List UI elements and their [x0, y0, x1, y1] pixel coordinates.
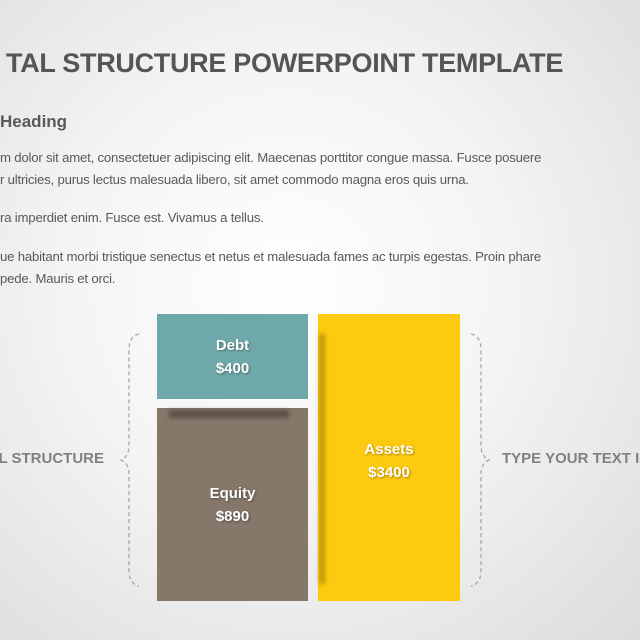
assets-value: $3400: [368, 464, 410, 481]
paragraph-line: ue habitant morbi tristique senectus et …: [0, 249, 542, 264]
paragraph-line: ra imperdiet enim. Fusce est. Vivamus a …: [0, 210, 264, 225]
paragraph-1: m dolor sit amet, consectetuer adipiscin…: [0, 147, 541, 191]
right-label: TYPE YOUR TEXT I: [502, 450, 640, 467]
assets-label: Assets: [364, 441, 414, 458]
assets-shadow: [319, 334, 325, 584]
paragraph-line: r ultricies, purus lectus malesuada libe…: [0, 172, 469, 187]
debt-label: Debt: [215, 336, 250, 354]
paragraph-2: ra imperdiet enim. Fusce est. Vivamus a …: [0, 207, 264, 229]
assets-block: Assets $3400: [318, 314, 460, 601]
debt-block: Debt $400: [157, 314, 308, 399]
section-heading: Heading: [0, 112, 68, 131]
paragraph-line: m dolor sit amet, consectetuer adipiscin…: [0, 150, 542, 165]
paragraph-3: ue habitant morbi tristique senectus et …: [0, 246, 541, 290]
left-brace-icon: [119, 333, 140, 587]
debt-value: $400: [215, 359, 250, 377]
equity-label: Equity: [209, 484, 256, 502]
right-brace-icon: [470, 333, 491, 587]
slide-title: TAL STRUCTURE POWERPOINT TEMPLATE: [6, 48, 564, 78]
equity-block: Equity $890: [157, 408, 308, 601]
left-label: L STRUCTURE: [0, 450, 104, 467]
equity-shadow: [169, 410, 289, 418]
paragraph-line: pede. Mauris et orci.: [0, 271, 116, 286]
equity-value: $890: [215, 507, 250, 525]
